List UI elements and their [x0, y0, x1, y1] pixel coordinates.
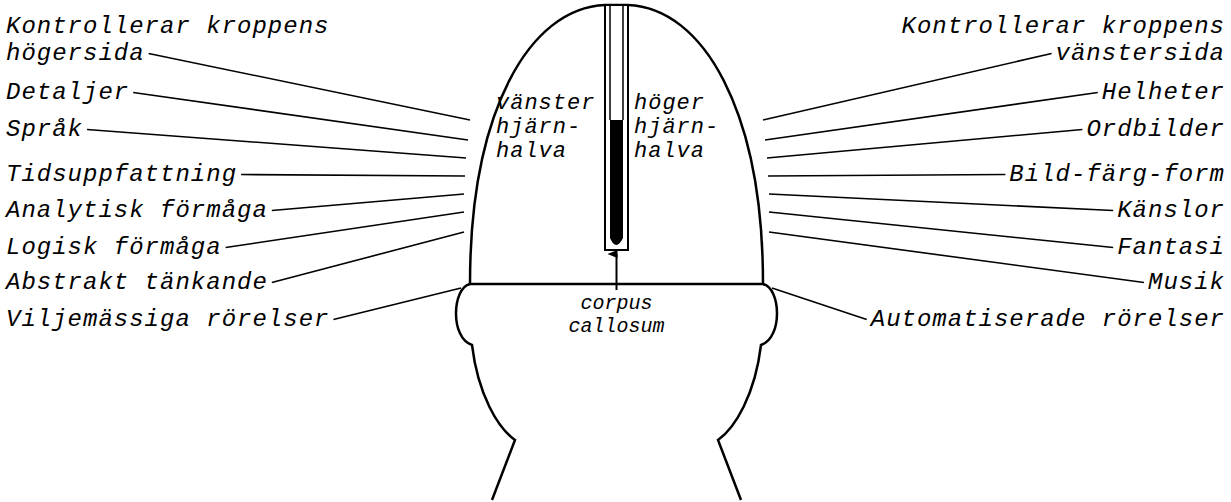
- head-right-outline: [718, 284, 777, 500]
- corpus-callosum-fill: [610, 120, 623, 245]
- leader-line: [272, 232, 464, 283]
- function-label: Abstrakt tänkande: [6, 269, 268, 296]
- callosum-strip: [605, 5, 628, 250]
- leader-line: [241, 175, 465, 177]
- head-left-outline: [456, 284, 515, 500]
- leader-line: [772, 288, 867, 320]
- hemisphere-region: vänster hjärn- halva: [496, 92, 600, 164]
- leader-line: [769, 194, 1113, 211]
- function-label: Kontrollerar kroppens högersida: [6, 13, 366, 67]
- leader-line: [769, 212, 1113, 248]
- leader-line: [767, 130, 1082, 159]
- function-label: Viljemässiga rörelser: [6, 306, 329, 333]
- function-label: Logisk förmåga: [6, 234, 222, 261]
- function-label: Musik: [1148, 269, 1225, 296]
- hemisphere-region: höger hjärn- halva: [634, 92, 738, 164]
- leader-line: [769, 232, 1144, 283]
- function-label: Analytisk förmåga: [6, 197, 268, 224]
- leader-line: [768, 175, 1005, 177]
- strip-line: [622, 5, 624, 120]
- function-label: Kontrollerar kroppens vänstersida: [865, 13, 1225, 67]
- structure-label: corpus callosum: [555, 292, 679, 338]
- function-label: Tidsuppfattning: [6, 161, 237, 188]
- function-label: Detaljer: [6, 79, 129, 106]
- leader-line: [133, 93, 468, 141]
- brain-dome: [470, 5, 763, 284]
- function-label: Språk: [6, 116, 83, 143]
- function-label: Fantasi: [1117, 234, 1225, 261]
- leader-line: [149, 54, 470, 121]
- leader-line: [272, 194, 464, 211]
- function-label: Ordbilder: [1086, 116, 1225, 143]
- function-label: Automatiserade rörelser: [871, 306, 1225, 333]
- leader-line: [763, 54, 1052, 121]
- function-label: Helheter: [1102, 79, 1225, 106]
- leader-line: [333, 288, 461, 320]
- hemisphere-label: vänster hjärn- halva: [496, 92, 600, 164]
- function-label: Bild-färg-form: [1009, 161, 1225, 188]
- function-label: Känslor: [1117, 197, 1225, 224]
- hemisphere-label: höger hjärn- halva: [634, 92, 738, 164]
- leader-line: [87, 130, 466, 159]
- pointer-arrow: [616, 254, 618, 290]
- strip-line: [609, 5, 611, 120]
